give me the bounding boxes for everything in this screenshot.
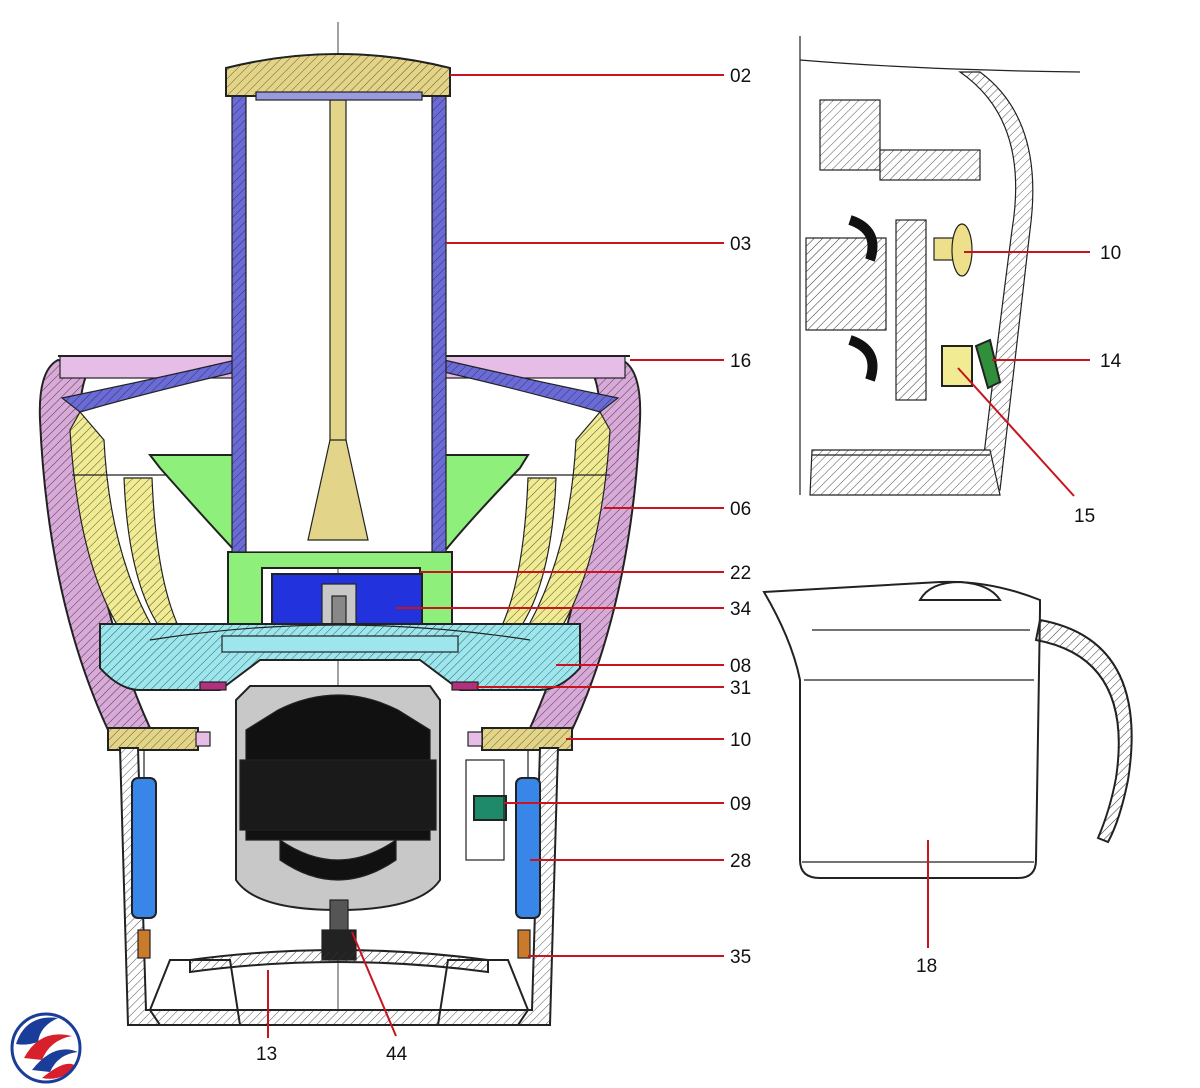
callout-44: 44 (386, 1044, 408, 1065)
spring-right (517, 929, 531, 959)
detail-yellow-block (941, 345, 973, 387)
leader-44 (351, 931, 397, 1037)
juicer-cross-section (38, 22, 642, 1026)
juice-jug (762, 580, 1133, 879)
callout-13: 13 (256, 1044, 277, 1065)
foot-right (436, 959, 530, 1026)
washer-31-left (199, 681, 227, 691)
spring-left (137, 929, 151, 959)
reed-left (131, 777, 157, 919)
switch-09 (473, 795, 507, 821)
bottom-plate (189, 949, 489, 974)
swirl-logo-icon (10, 1012, 82, 1084)
callout-detail-15: 15 (1074, 506, 1095, 527)
pusher-rod (329, 99, 347, 461)
jug-handle (1034, 618, 1133, 844)
washer-31-right (451, 681, 479, 691)
callout-jug-18: 18 (916, 956, 937, 977)
detail-view (799, 36, 1081, 496)
reed-right (515, 777, 541, 919)
foot-left (148, 959, 242, 1026)
callout-labels: 02 03 16 06 22 34 08 31 10 09 28 35 13 4… (256, 66, 1122, 1065)
detail-lever (974, 338, 1002, 390)
pusher-lid (225, 53, 451, 97)
jug-lid (918, 580, 1002, 601)
feed-tube-right-wall (431, 91, 447, 553)
callout-08: 08 (730, 656, 751, 677)
support-ring-left (107, 727, 199, 751)
callout-10: 10 (730, 730, 751, 751)
support-ring-right (481, 727, 573, 751)
feed-tube-left-wall (231, 91, 247, 553)
leader-lines (267, 74, 1090, 1038)
detail-housing (958, 71, 1034, 491)
base-plate (99, 623, 581, 691)
callout-02: 02 (730, 66, 751, 87)
callout-03: 03 (730, 234, 751, 255)
jug-body (762, 580, 1041, 879)
callout-28: 28 (730, 851, 751, 872)
callout-16: 16 (730, 351, 751, 372)
pusher-cone (307, 439, 369, 541)
callout-35: 35 (730, 947, 751, 968)
callout-31: 31 (730, 678, 751, 699)
callout-detail-14: 14 (1100, 351, 1122, 372)
callout-34: 34 (730, 599, 752, 620)
callout-09: 09 (730, 794, 751, 815)
callout-detail-10: 10 (1100, 243, 1121, 264)
callout-06: 06 (730, 499, 751, 520)
callout-22: 22 (730, 563, 751, 584)
leader-d15 (957, 367, 1075, 497)
